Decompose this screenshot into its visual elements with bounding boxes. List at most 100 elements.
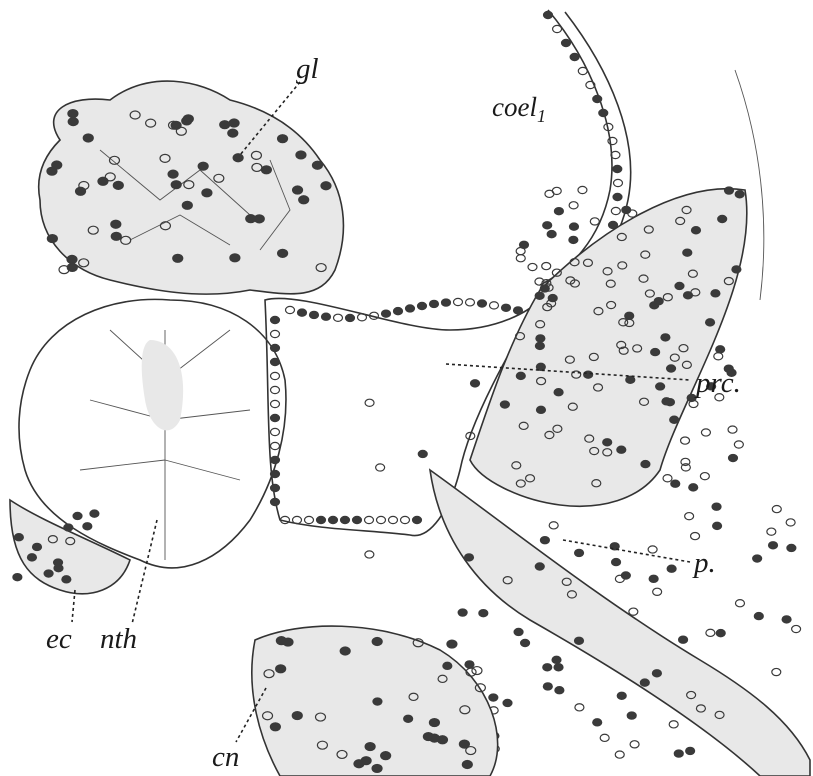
cell-nucleus <box>365 551 374 558</box>
cell-nucleus <box>389 516 398 523</box>
cell-nucleus <box>271 330 280 337</box>
cell-nucleus <box>555 687 564 694</box>
cell-nucleus <box>543 683 552 690</box>
cell-nucleus <box>554 208 563 215</box>
cell-nucleus <box>299 196 309 204</box>
cell-nucleus <box>472 667 482 675</box>
cell-nucleus <box>772 506 781 513</box>
cell-nucleus <box>68 118 78 126</box>
cell-nucleus <box>613 165 622 172</box>
cell-nucleus <box>641 460 650 467</box>
label-p: p. <box>692 547 716 579</box>
cell-nucleus <box>554 664 563 671</box>
cell-nucleus <box>296 151 306 159</box>
cell-nucleus <box>418 450 427 457</box>
cell-nucleus <box>716 630 725 637</box>
cell-nucleus <box>629 608 638 615</box>
cell-nucleus <box>171 121 181 129</box>
cell-nucleus <box>683 292 692 299</box>
cell-nucleus <box>544 11 553 18</box>
cell-nucleus <box>489 694 498 701</box>
cell-nucleus <box>714 353 723 360</box>
cell-nucleus <box>228 129 238 137</box>
cell-nucleus <box>728 454 737 461</box>
cell-nucleus <box>608 137 617 144</box>
cell-nucleus <box>671 480 680 487</box>
cell-nucleus <box>670 416 679 423</box>
cell-nucleus <box>516 255 525 262</box>
cell-nucleus <box>182 201 192 209</box>
cell-nucleus <box>33 543 42 550</box>
cell-nucleus <box>787 544 796 551</box>
cell-nucleus <box>278 135 288 143</box>
cell-nucleus <box>615 751 624 758</box>
cell-nucleus <box>404 715 413 722</box>
cell-nucleus <box>233 154 243 162</box>
cell-nucleus <box>613 193 622 200</box>
cell-nucleus <box>652 670 661 677</box>
cell-nucleus <box>447 640 457 648</box>
cell-nucleus <box>406 305 415 312</box>
cell-nucleus <box>782 616 791 623</box>
cell-nucleus <box>98 177 108 185</box>
cell-nucleus <box>728 426 737 433</box>
cell-nucleus <box>648 546 657 553</box>
cell-nucleus <box>293 186 303 194</box>
cell-nucleus <box>111 220 121 228</box>
cell-nucleus <box>549 522 558 529</box>
cell-nucleus <box>62 576 71 583</box>
label-gl: gl <box>296 53 319 85</box>
label-ec: ec <box>46 623 72 655</box>
cell-nucleus <box>462 760 472 768</box>
cell-nucleus <box>365 516 374 523</box>
cell-nucleus <box>649 575 658 582</box>
cell-nucleus <box>271 316 280 323</box>
cell-nucleus <box>305 516 314 523</box>
cell-nucleus <box>372 638 382 646</box>
cell-nucleus <box>536 335 545 342</box>
cell-nucleus <box>298 309 307 316</box>
cell-nucleus <box>113 181 123 189</box>
cell-nucleus <box>753 555 762 562</box>
cell-nucleus <box>321 182 331 190</box>
cell-nucleus <box>413 516 422 523</box>
cell-nucleus <box>754 612 763 619</box>
cell-nucleus <box>679 636 688 643</box>
cell-nucleus <box>622 206 631 213</box>
cell-nucleus <box>329 516 338 523</box>
cell-nucleus <box>792 625 801 632</box>
cell-nucleus <box>578 186 587 193</box>
cell-nucleus <box>83 523 92 530</box>
cell-nucleus <box>724 187 733 194</box>
cell-nucleus <box>701 429 710 436</box>
cell-nucleus <box>769 542 778 549</box>
cell-nucleus <box>271 428 280 435</box>
cell-nucleus <box>490 302 499 309</box>
cell-nucleus <box>68 110 78 118</box>
cell-nucleus <box>540 537 549 544</box>
cell-nucleus <box>67 255 77 263</box>
cell-nucleus <box>575 704 584 711</box>
cell-nucleus <box>317 516 326 523</box>
pericardial-nuclei <box>271 298 523 523</box>
cell-nucleus <box>293 516 302 523</box>
cell-nucleus <box>443 662 452 669</box>
cell-nucleus <box>548 294 557 301</box>
cell-nucleus <box>603 439 612 446</box>
cell-nucleus <box>691 227 700 234</box>
cell-nucleus <box>202 189 212 197</box>
cell-nucleus <box>83 134 93 142</box>
cell-nucleus <box>394 308 403 315</box>
cell-nucleus <box>528 263 537 270</box>
cell-nucleus <box>578 67 587 74</box>
cell-nucleus <box>681 458 690 465</box>
cell-nucleus <box>600 734 609 741</box>
cell-nucleus <box>735 191 744 198</box>
cell-nucleus <box>465 661 474 668</box>
cell-nucleus <box>261 166 271 174</box>
cell-nucleus <box>382 310 391 317</box>
cell-nucleus <box>536 406 545 413</box>
cell-nucleus <box>786 519 795 526</box>
cell-nucleus <box>570 53 579 60</box>
